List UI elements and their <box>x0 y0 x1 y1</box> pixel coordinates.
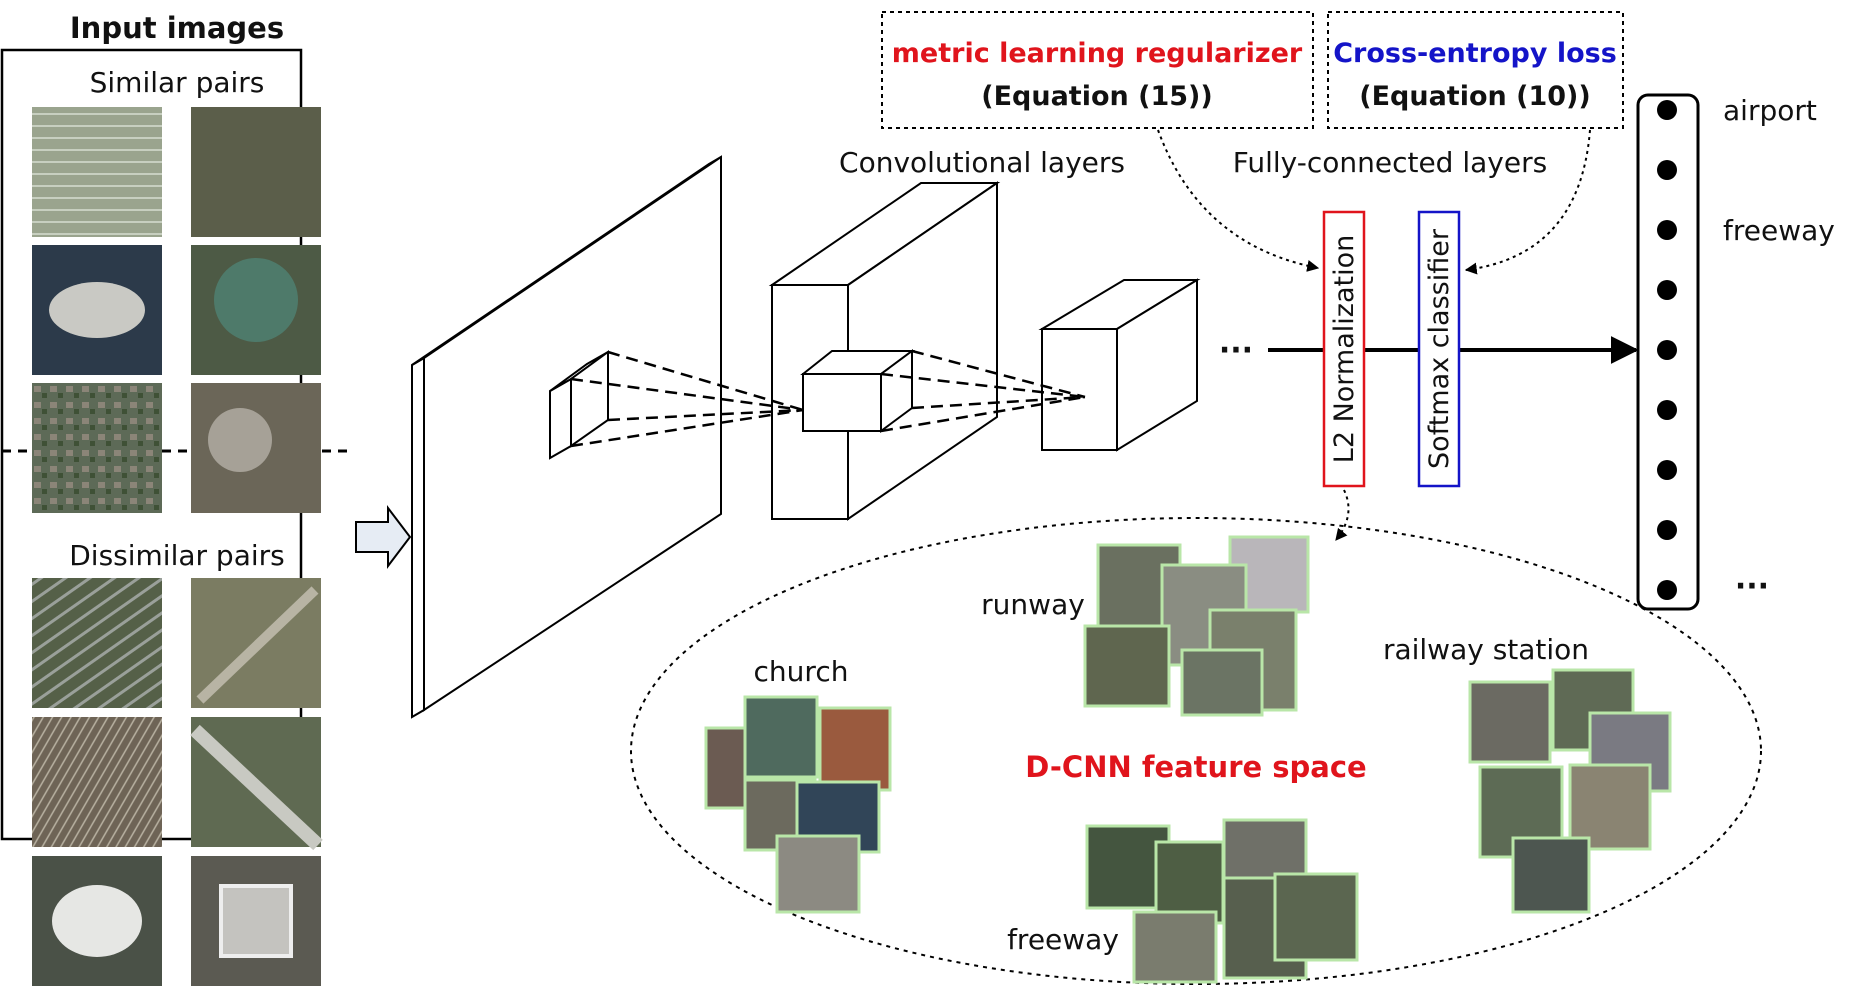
cluster-thumbnail <box>1132 910 1218 984</box>
input-panel: Input images Similar pairs Dissimilar pa… <box>0 11 348 986</box>
regularizer-connector <box>1157 129 1320 272</box>
dissimilar-pair-image <box>32 717 162 847</box>
softmax-classifier-box <box>1417 210 1461 488</box>
output-neuron <box>1657 580 1677 600</box>
dissimilar-pair-image-detail <box>219 884 293 958</box>
cluster-thumbnail <box>775 834 861 914</box>
cluster-thumbnail <box>1083 624 1171 708</box>
cluster-thumbnail <box>743 695 819 779</box>
input-panel-title: Input images <box>70 11 284 45</box>
conv-block-1-side <box>847 181 998 521</box>
similar-pair-image-detail <box>49 282 145 338</box>
network <box>411 155 1201 719</box>
church-cluster <box>704 695 892 914</box>
cross-entropy-connector <box>1464 129 1591 275</box>
output-ellipsis: ··· <box>1735 569 1769 604</box>
output-class-airport: airport <box>1723 94 1817 127</box>
input-arrow <box>355 505 412 569</box>
kernel-face <box>549 377 572 460</box>
feature-space-connector <box>1335 489 1350 541</box>
cluster-label-freeway: freeway <box>1007 923 1119 956</box>
similar-pairs-label: Similar pairs <box>90 66 265 99</box>
cluster-thumbnail <box>1568 763 1652 851</box>
l2-normalization-label: L2 Normalization <box>1329 235 1360 463</box>
output-class-freeway: freeway <box>1723 214 1835 247</box>
regularizer-title: metric learning regularizer <box>892 38 1303 69</box>
conv-layers-label: Convolutional layers <box>839 146 1125 179</box>
cluster-thumbnail <box>1273 872 1359 962</box>
output-neurons <box>1657 100 1677 600</box>
output-neuron <box>1657 160 1677 180</box>
similar-pair-image <box>32 107 162 237</box>
softmax-classifier-label: Softmax classifier <box>1424 228 1455 469</box>
cluster-label-church: church <box>754 655 849 688</box>
cluster-thumbnail <box>818 706 892 792</box>
feature-space-title: D-CNN feature space <box>1025 750 1366 784</box>
fc-layers-label: Fully-connected layers <box>1233 146 1547 179</box>
cross-entropy-box <box>1327 11 1624 129</box>
runway-cluster <box>1083 535 1310 717</box>
cluster-label-railway-station: railway station <box>1383 633 1589 666</box>
similar-pair-image <box>32 383 162 513</box>
conv-block-2-side <box>1116 278 1198 452</box>
network-ellipsis: ··· <box>1219 333 1253 368</box>
railway-station-cluster <box>1468 668 1672 914</box>
regularizer-equation: (Equation (15)) <box>981 81 1212 112</box>
output-neuron <box>1657 100 1677 120</box>
feature-space-ellipse <box>630 517 1762 985</box>
similar-pair-image <box>191 107 321 237</box>
output-neuron <box>1657 460 1677 480</box>
conv-kernel-front <box>802 373 882 432</box>
dissimilar-pair-image <box>32 578 162 708</box>
cluster-thumbnail <box>1511 836 1591 914</box>
output-neuron <box>1657 520 1677 540</box>
output-neuron <box>1657 280 1677 300</box>
regularizer-box <box>881 11 1314 129</box>
output-neuron <box>1657 400 1677 420</box>
output-neuron <box>1657 340 1677 360</box>
freeway-cluster <box>1085 818 1359 984</box>
cluster-label-runway: runway <box>981 588 1085 621</box>
l2-normalization-box <box>1322 210 1366 488</box>
dissimilar-pair-image-detail <box>52 885 142 957</box>
dissimilar-pair-image-detail <box>190 724 323 851</box>
conv-block-2-front <box>1041 328 1118 451</box>
dissimilar-pairs-label: Dissimilar pairs <box>69 539 285 572</box>
receptive-field-lines <box>570 349 1086 448</box>
output-neuron <box>1657 220 1677 240</box>
cluster-thumbnail <box>1468 680 1552 764</box>
similar-pair-image-detail <box>214 258 298 342</box>
cluster-thumbnail <box>1180 648 1264 717</box>
cross-entropy-title: Cross-entropy loss <box>1333 38 1617 69</box>
cluster-thumbnail <box>1154 840 1225 925</box>
cross-entropy-equation: (Equation (10)) <box>1359 81 1590 112</box>
input-layer-side <box>411 356 425 719</box>
dissimilar-pair-image-detail <box>196 586 319 704</box>
similar-pair-image-detail <box>208 408 272 472</box>
